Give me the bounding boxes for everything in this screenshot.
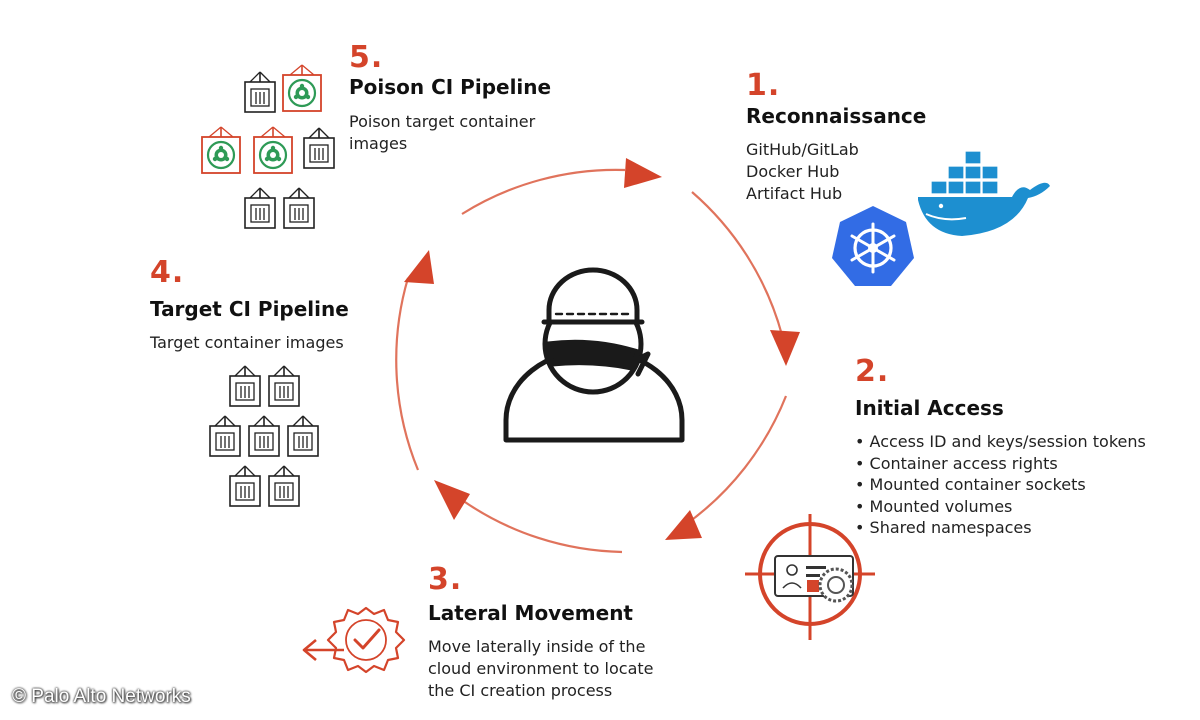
step-2-bullet: • Shared namespaces: [855, 518, 1032, 537]
step-1-line: Artifact Hub: [746, 184, 843, 203]
step-2-number: 2.: [855, 354, 890, 389]
step-5-line: Poison target container: [349, 112, 536, 131]
arc-3-to-4: [461, 499, 623, 554]
cycle-arrows: [395, 168, 788, 554]
arrowhead-to-step-5: [404, 250, 434, 284]
arc-5-to-1: [461, 168, 626, 215]
kubernetes-helm-icon: [832, 206, 914, 286]
hacker-icon: [503, 267, 685, 443]
step-1-sources: GitHub/GitLab Docker Hub Artifact Hub: [746, 139, 859, 205]
step-3-number: 3.: [428, 562, 463, 597]
arc-4-to-5: [395, 277, 420, 471]
id-card-icon: [774, 555, 854, 603]
step-2-bullet: • Access ID and keys/session tokens: [855, 432, 1146, 451]
step-5-line: images: [349, 134, 408, 153]
step-5-title: Poison CI Pipeline: [349, 75, 552, 99]
step-4-number: 4.: [150, 255, 185, 290]
step-1-number: 1.: [746, 68, 781, 103]
arrowhead-to-step-4: [434, 480, 470, 520]
container-stack-icon: [209, 365, 319, 507]
step-1-title: Reconnaissance: [746, 104, 927, 128]
step-4-line: Target container images: [150, 333, 344, 352]
step-2-bullet: • Mounted volumes: [855, 496, 1013, 516]
step-3-description: Move laterally inside of the cloud envir…: [428, 636, 654, 702]
gear-check-arrow-icon: [302, 606, 406, 674]
arc-1-to-2: [691, 191, 784, 336]
step-3-title: Lateral Movement: [428, 601, 633, 625]
step-4-title: Target CI Pipeline: [150, 297, 349, 321]
cycle-arrowheads: [404, 158, 800, 540]
arrowhead-to-step-3: [665, 510, 702, 540]
arrowhead-to-step-1: [624, 158, 662, 188]
step-5-number: 5.: [349, 40, 384, 75]
step-4-description: Target container images: [150, 332, 344, 354]
step-3-line: cloud environment to locate: [428, 659, 654, 678]
copyright-credit: © Palo Alto Networks: [12, 686, 191, 707]
step-2-bullet-list: • Access ID and keys/session tokens • Co…: [855, 431, 1146, 539]
step-2-title: Initial Access: [855, 396, 1004, 420]
poisoned-container-stack-icon: [200, 63, 335, 229]
step-1-line: Docker Hub: [746, 162, 840, 181]
step-3-line: the CI creation process: [428, 681, 613, 700]
step-2-bullet: • Container access rights: [855, 453, 1058, 473]
step-2-bullet: • Mounted container sockets: [855, 475, 1086, 494]
arrowhead-to-step-2: [770, 330, 800, 366]
step-5-description: Poison target container images: [349, 111, 535, 155]
step-1-line: GitHub/GitLab: [746, 140, 859, 159]
arc-2-to-3: [684, 395, 788, 526]
step-3-line: Move laterally inside of the: [428, 637, 646, 656]
docker-whale-icon: [918, 150, 1050, 236]
